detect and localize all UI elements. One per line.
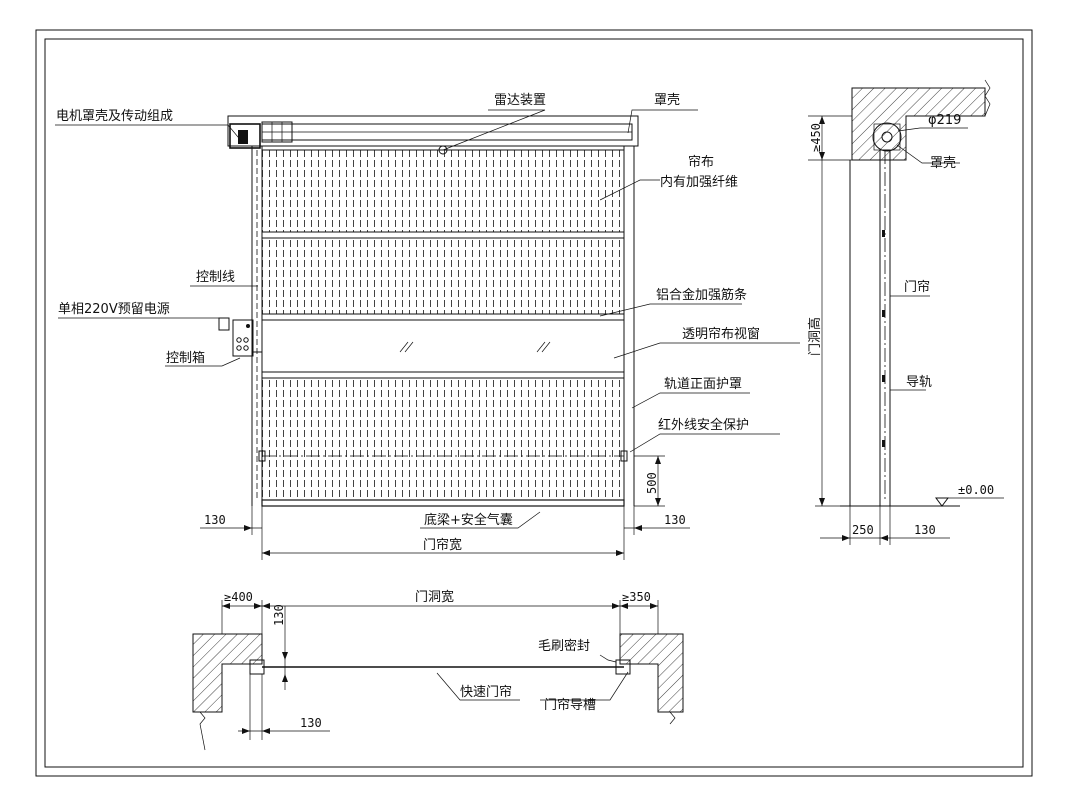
power-socket (218, 317, 230, 331)
label-motor-cover: 电机罩壳及传动组成 (56, 109, 173, 124)
aluminum-rib-2 (261, 313, 625, 321)
roller-circle (872, 122, 902, 152)
label-control-box: 控制箱 (166, 350, 205, 366)
bottom-beam (261, 499, 625, 507)
motor-body (229, 123, 261, 149)
control-box (232, 319, 254, 357)
dim-bottom-250: 250 (852, 523, 874, 537)
dim-plan-vert-130: 130 (272, 604, 286, 626)
label-bottom-beam: 底梁+安全气囊 (424, 512, 513, 528)
label-curtain-width: 门帘宽 (423, 537, 462, 553)
label-diameter: φ219 (928, 113, 961, 128)
label-level: ±0.00 (958, 483, 994, 497)
dim-plan-right-350: ≥350 (622, 590, 651, 604)
dim-top-450: ≥450 (809, 123, 823, 152)
label-brush-seal: 毛刷密封 (538, 638, 590, 654)
aluminum-rib-3 (261, 371, 625, 379)
label-aluminum-rib: 铝合金加强筋条 (656, 287, 747, 303)
label-opening-width: 门洞宽 (415, 589, 454, 605)
curtain-panel-2 (261, 237, 625, 315)
dim-right-130: 130 (664, 513, 686, 527)
label-housing: 罩壳 (654, 93, 680, 108)
lintel-wall (851, 87, 986, 161)
label-guide-rail: 导轨 (906, 375, 932, 390)
roller-end-left (261, 121, 293, 143)
front-view: 电机罩壳及传动组成 雷达装置 罩壳 帘布 内有加强纤维 控制线 单相220V预留… (55, 93, 800, 560)
wall-left (192, 633, 263, 713)
label-power: 单相220V预留电源 (58, 302, 170, 317)
curtain-panel-3 (261, 377, 625, 501)
side-view: ≥450 门洞高 250 130 φ219 罩壳 门帘 导轨 ±0.00 (807, 79, 1004, 545)
label-curtain-line1: 帘布 (688, 154, 714, 170)
inner-frame (44, 38, 1024, 768)
label-opening-height: 门洞高 (807, 317, 823, 356)
label-radar: 雷达装置 (494, 93, 546, 108)
housing-box (227, 115, 639, 147)
wall-right (619, 633, 684, 713)
label-fast-door: 快速门帘 (460, 684, 512, 700)
label-window: 透明帘布视窗 (682, 326, 760, 342)
label-side-curtain: 门帘 (904, 279, 930, 295)
dim-bottom-130: 130 (914, 523, 936, 537)
label-control-line: 控制线 (196, 270, 235, 285)
dim-left-130: 130 (204, 513, 226, 527)
outer-frame (35, 29, 1033, 777)
transparent-window (261, 319, 625, 373)
dim-plan-bottom-130: 130 (300, 716, 322, 730)
label-side-housing: 罩壳 (930, 156, 956, 171)
label-track-cover: 轨道正面护罩 (664, 377, 742, 392)
label-infrared: 红外线安全保护 (658, 417, 749, 433)
dim-plan-left-400: ≥400 (224, 590, 253, 604)
label-curtain-line2: 内有加强纤维 (660, 174, 738, 190)
aluminum-rib-1 (261, 231, 625, 239)
label-guide-groove: 门帘导槽 (544, 697, 596, 713)
dim-height-500: 500 (645, 472, 659, 494)
curtain-panel-1 (261, 149, 625, 233)
plan-view: ≥400 ≥350 门洞宽 130 130 毛刷密封 快速门帘 门帘导槽 (192, 589, 684, 751)
